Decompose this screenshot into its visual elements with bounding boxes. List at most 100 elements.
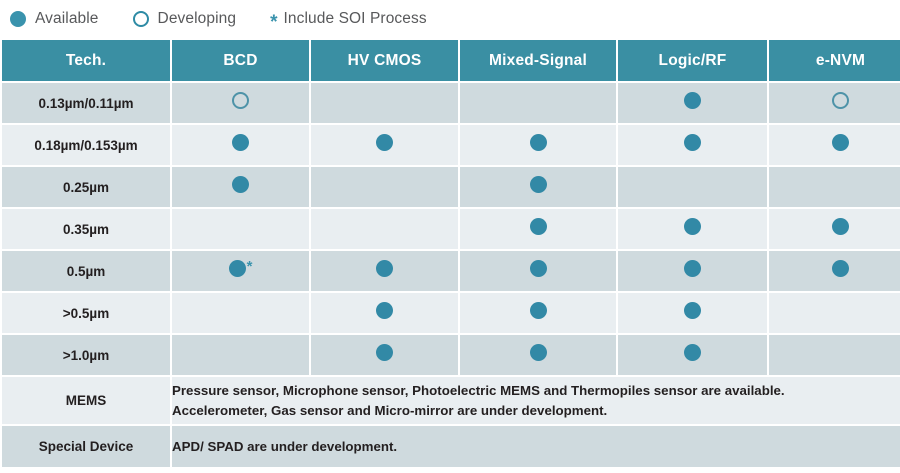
matrix-cell	[172, 125, 309, 165]
cell-marker: *	[228, 258, 253, 277]
open-circle-icon	[232, 92, 249, 109]
cell-marker	[232, 176, 249, 193]
filled-circle-icon	[684, 218, 701, 235]
filled-circle-icon	[228, 260, 246, 277]
legend-item-soi: * Include SOI Process	[270, 10, 427, 33]
legend: Available Developing * Include SOI Proce…	[0, 0, 900, 38]
cell-marker	[832, 134, 849, 151]
table-row: 0.35µm	[2, 209, 900, 249]
header-row: Tech. BCD HV CMOS Mixed-Signal Logic/RF …	[2, 40, 900, 81]
matrix-cell	[618, 83, 767, 123]
matrix-cell	[769, 209, 900, 249]
cell-marker	[232, 92, 249, 109]
column-header-hv-cmos: HV CMOS	[311, 40, 458, 81]
row-label-tech: 0.25µm	[2, 167, 170, 207]
table-row: 0.13µm/0.11µm	[2, 83, 900, 123]
cell-marker	[529, 344, 547, 361]
filled-circle-icon	[10, 11, 26, 27]
matrix-cell	[460, 335, 616, 375]
matrix-cell	[618, 167, 767, 207]
filled-circle-icon	[684, 260, 701, 277]
technology-matrix-table: Tech. BCD HV CMOS Mixed-Signal Logic/RF …	[0, 38, 900, 469]
cell-marker	[684, 302, 701, 319]
column-header-e-nvm: e-NVM	[769, 40, 900, 81]
cell-marker	[832, 218, 849, 235]
filled-circle-icon	[529, 344, 547, 361]
table-row: 0.18µm/0.153µm	[2, 125, 900, 165]
matrix-cell	[311, 335, 458, 375]
matrix-cell	[618, 209, 767, 249]
note-body: APD/ SPAD are under development.	[172, 426, 900, 467]
matrix-cell	[172, 167, 309, 207]
legend-item-available: Available	[10, 10, 99, 28]
asterisk-icon: *	[246, 258, 253, 275]
cell-marker	[684, 134, 701, 151]
matrix-cell	[769, 167, 900, 207]
filled-circle-icon	[376, 260, 393, 277]
filled-circle-icon	[529, 134, 547, 151]
cell-marker	[376, 302, 393, 319]
matrix-cell	[460, 125, 616, 165]
filled-circle-icon	[832, 260, 849, 277]
matrix-cell	[311, 293, 458, 333]
filled-circle-icon	[684, 134, 701, 151]
table-row: >1.0µm	[2, 335, 900, 375]
cell-marker	[376, 134, 393, 151]
column-header-mixed-signal: Mixed-Signal	[460, 40, 616, 81]
column-header-bcd: BCD	[172, 40, 309, 81]
cell-marker	[529, 176, 547, 193]
matrix-cell	[460, 83, 616, 123]
matrix-cell	[172, 335, 309, 375]
legend-label-soi: Include SOI Process	[283, 10, 427, 27]
matrix-cell	[172, 83, 309, 123]
row-label-tech: >0.5µm	[2, 293, 170, 333]
filled-circle-icon	[232, 134, 249, 151]
matrix-cell	[172, 293, 309, 333]
table-row: 0.5µm*	[2, 251, 900, 291]
cell-marker	[684, 218, 701, 235]
matrix-cell	[172, 209, 309, 249]
row-label-tech: 0.35µm	[2, 209, 170, 249]
filled-circle-icon	[376, 344, 393, 361]
filled-circle-icon	[529, 260, 547, 277]
column-header-logic-rf: Logic/RF	[618, 40, 767, 81]
cell-marker	[684, 344, 701, 361]
filled-circle-icon	[529, 302, 547, 319]
filled-circle-icon	[684, 302, 701, 319]
matrix-cell	[618, 293, 767, 333]
note-line: APD/ SPAD are under development.	[172, 438, 398, 454]
row-label-tech: 0.13µm/0.11µm	[2, 83, 170, 123]
filled-circle-icon	[232, 176, 249, 193]
matrix-cell	[311, 83, 458, 123]
cell-marker	[684, 260, 701, 277]
cell-marker	[376, 344, 393, 361]
table-header: Tech. BCD HV CMOS Mixed-Signal Logic/RF …	[2, 40, 900, 81]
note-line: Accelerometer, Gas sensor and Micro-mirr…	[172, 402, 608, 418]
open-circle-icon	[832, 92, 849, 109]
filled-circle-icon	[832, 218, 849, 235]
cell-marker	[529, 218, 547, 235]
matrix-cell	[460, 209, 616, 249]
legend-label-developing: Developing	[157, 10, 237, 27]
matrix-cell	[769, 335, 900, 375]
matrix-cell	[460, 293, 616, 333]
matrix-cell	[460, 167, 616, 207]
note-label: Special Device	[2, 426, 170, 467]
note-label: MEMS	[2, 377, 170, 424]
matrix-cell	[618, 335, 767, 375]
asterisk-icon: *	[270, 11, 278, 33]
table-row: 0.25µm	[2, 167, 900, 207]
matrix-cell	[769, 293, 900, 333]
filled-circle-icon	[376, 302, 393, 319]
filled-circle-icon	[684, 92, 701, 109]
note-body: Pressure sensor, Microphone sensor, Phot…	[172, 377, 900, 424]
matrix-cell	[460, 251, 616, 291]
cell-marker	[529, 260, 547, 277]
cell-marker	[529, 134, 547, 151]
matrix-cell	[769, 125, 900, 165]
column-header-tech: Tech.	[2, 40, 170, 81]
filled-circle-icon	[832, 134, 849, 151]
legend-item-developing: Developing	[132, 10, 237, 28]
